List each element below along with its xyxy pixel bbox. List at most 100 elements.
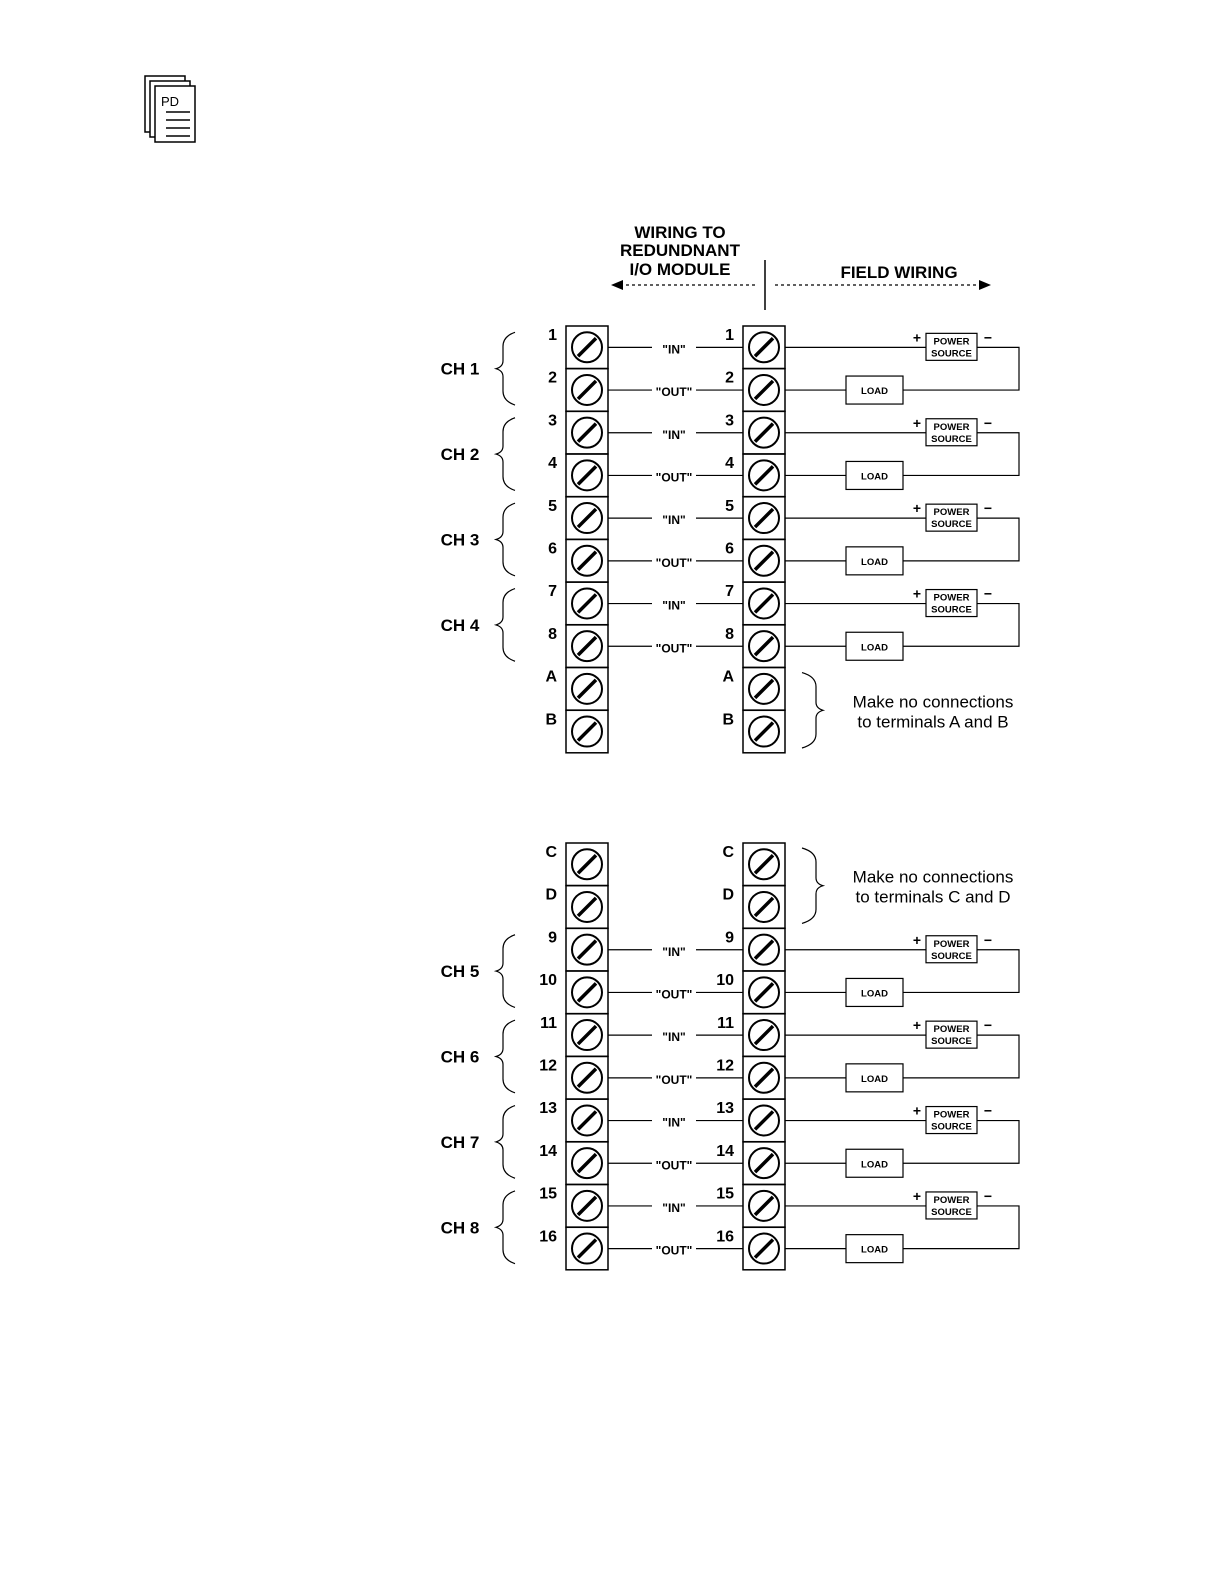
screw-terminal-icon <box>571 373 603 406</box>
power-source-box <box>925 418 978 447</box>
load-box <box>845 1234 904 1264</box>
screw-terminal-icon <box>571 890 603 923</box>
screw-terminal-icon <box>571 630 603 663</box>
out-signal-label: "OUT" <box>656 556 693 570</box>
minus-sign: − <box>984 415 992 431</box>
load-label: LOAD <box>861 557 888 568</box>
load-label: LOAD <box>861 471 888 482</box>
right-terminal-label: 8 <box>725 626 734 643</box>
power-source-label-2: SOURCE <box>931 605 972 616</box>
left-terminal-label: 7 <box>548 583 557 600</box>
power-source-label-1: POWER <box>934 336 970 347</box>
channel-label: CH 3 <box>441 531 480 550</box>
screw-terminal-icon <box>748 1232 780 1265</box>
left-terminal-label: 3 <box>548 412 557 429</box>
right-terminal-label: B <box>722 711 734 728</box>
screw-terminal-icon <box>571 544 603 577</box>
load-label: LOAD <box>861 988 888 999</box>
in-signal-label: "IN" <box>662 1030 685 1044</box>
channel-brace <box>493 1019 516 1094</box>
in-signal-label: "IN" <box>662 1201 685 1215</box>
screw-terminal-icon <box>571 502 603 535</box>
power-source-label-2: SOURCE <box>931 1036 972 1047</box>
power-source-box <box>925 935 978 964</box>
right-terminal-label: 2 <box>725 370 734 387</box>
screw-terminal-icon <box>748 1019 780 1052</box>
right-terminal-label: 9 <box>725 929 734 946</box>
plus-sign: + <box>913 586 921 602</box>
channel-brace <box>493 934 516 1009</box>
power-source-label-1: POWER <box>934 422 970 433</box>
left-terminal-label: B <box>545 711 557 728</box>
power-source-label-2: SOURCE <box>931 519 972 530</box>
screw-terminal-icon <box>571 848 603 881</box>
power-source-label-2: SOURCE <box>931 1207 972 1218</box>
channel-brace <box>493 502 516 577</box>
right-terminal-label: 14 <box>716 1143 734 1160</box>
minus-sign: − <box>984 500 992 516</box>
return-wire <box>903 1205 1020 1250</box>
document-stack-icon: PD <box>144 75 196 143</box>
channel-brace <box>493 417 516 492</box>
return-wire <box>903 346 1020 391</box>
power-source-label-1: POWER <box>934 939 970 950</box>
channel-label: CH 6 <box>441 1048 480 1067</box>
right-terminal-label: 3 <box>725 412 734 429</box>
screw-terminal-icon <box>748 890 780 923</box>
left-terminal-label: A <box>545 669 557 686</box>
screw-terminal-icon <box>571 416 603 449</box>
screw-terminal-icon <box>748 1104 780 1137</box>
left-terminal-label: 5 <box>548 498 557 515</box>
power-source-label-1: POWER <box>934 1195 970 1206</box>
screw-terminal-icon <box>571 976 603 1009</box>
left-terminal-label: 12 <box>539 1058 557 1075</box>
left-terminal-label: 8 <box>548 626 557 643</box>
return-wire <box>903 1034 1020 1079</box>
out-signal-label: "OUT" <box>656 1073 693 1087</box>
left-terminal-label: 13 <box>539 1100 557 1117</box>
load-box <box>845 460 904 491</box>
power-source-label-2: SOURCE <box>931 1122 972 1133</box>
channel-brace <box>493 587 516 662</box>
minus-sign: − <box>984 1017 992 1033</box>
screw-terminal-icon <box>571 587 603 620</box>
note-line-1: Make no connections <box>853 692 1014 711</box>
right-terminal-label: D <box>722 887 734 904</box>
note-line-2: to terminals C and D <box>856 888 1011 907</box>
left-terminal-label: 4 <box>548 455 557 472</box>
plus-sign: + <box>913 500 921 516</box>
power-source-label-2: SOURCE <box>931 951 972 962</box>
left-terminal-label: 16 <box>539 1228 557 1245</box>
minus-sign: − <box>984 586 992 602</box>
diagram-header: WIRING TO REDUNDNANT I/O MODULE FIELD WI… <box>611 223 991 310</box>
screw-terminal-icon <box>748 848 780 881</box>
load-label: LOAD <box>861 1159 888 1170</box>
left-title-line-1: WIRING TO <box>634 223 725 242</box>
channel-label: CH 2 <box>441 445 480 464</box>
plus-sign: + <box>913 329 921 345</box>
load-box <box>845 1063 904 1093</box>
left-terminal-label: 11 <box>540 1015 557 1032</box>
screw-terminal-icon <box>571 1061 603 1094</box>
in-signal-label: "IN" <box>662 945 685 959</box>
screw-terminal-icon <box>748 672 780 705</box>
load-label: LOAD <box>861 1245 888 1256</box>
minus-sign: − <box>984 1188 992 1204</box>
channel-label: CH 5 <box>441 962 480 981</box>
out-signal-label: "OUT" <box>656 385 693 399</box>
in-signal-label: "IN" <box>662 342 685 356</box>
screw-terminal-icon <box>571 331 603 364</box>
left-terminal-label: 15 <box>539 1186 557 1203</box>
screw-terminal-icon <box>748 1147 780 1180</box>
load-box <box>845 375 904 405</box>
left-terminal-label: 2 <box>548 370 557 387</box>
